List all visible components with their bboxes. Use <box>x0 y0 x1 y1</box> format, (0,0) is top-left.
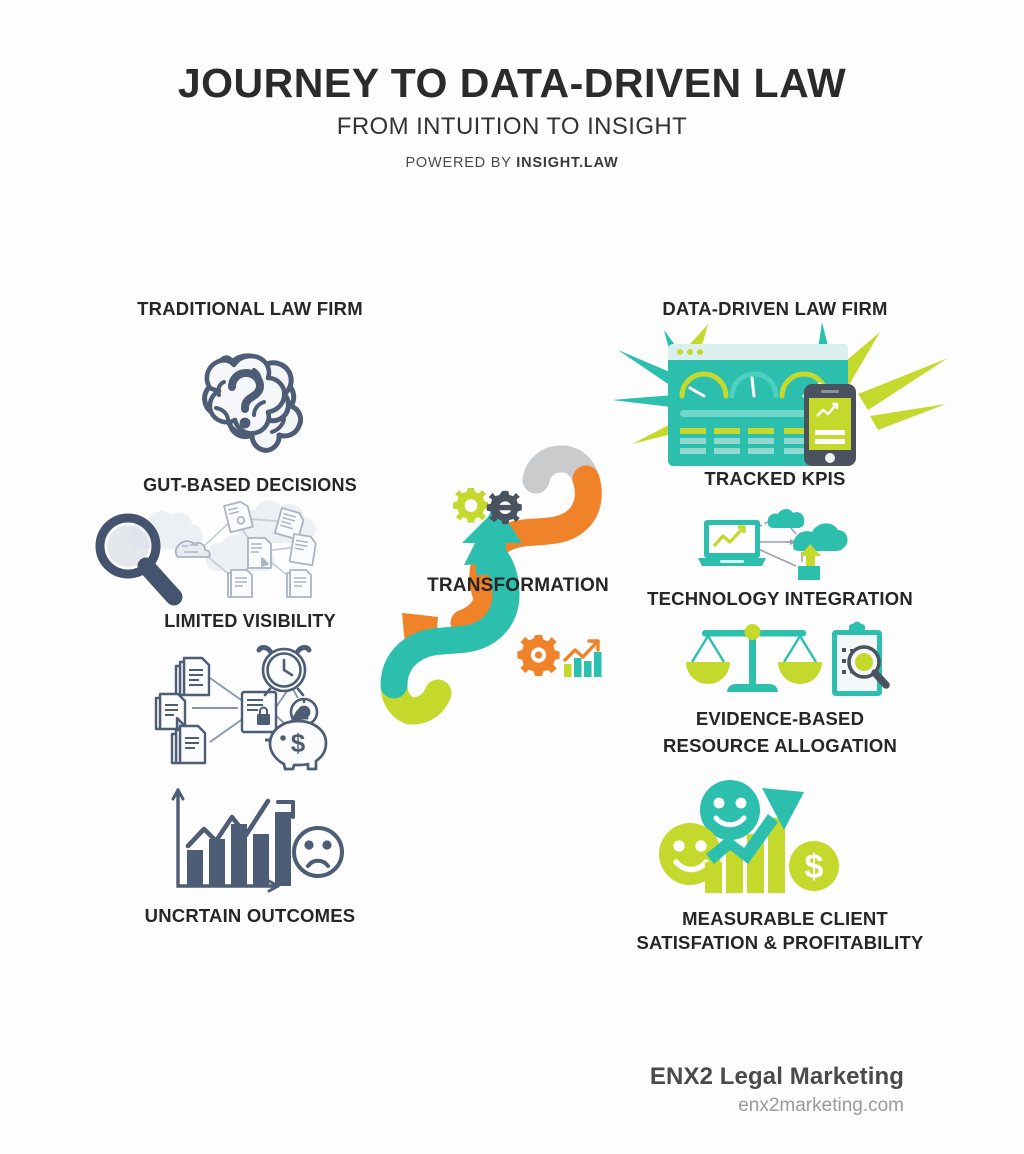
page-title: JOURNEY TO DATA-DRIVEN LAW <box>177 60 847 106</box>
powered-by-brand: INSIGHT.LAW <box>516 155 619 172</box>
right-item-label-technology-integration: TECHNOLOGY INTEGRATION <box>647 588 913 609</box>
dollar-coin: $ <box>789 841 839 891</box>
left-item-label-limited-visibility: LIMITED VISIBILITY <box>164 611 336 631</box>
right-item-label-measurable-line1: MEASURABLE CLIENT <box>682 908 888 929</box>
page-subtitle: FROM INTUITION TO INSIGHT <box>336 113 688 141</box>
scales-clipboard-magnifier-icon <box>672 618 892 700</box>
left-column-heading: TRADITIONAL LAW FIRM <box>137 298 363 319</box>
brain-question-icon <box>180 340 320 470</box>
dashboard-gauges-phone-icon <box>612 322 952 467</box>
scales-glyph <box>686 624 822 692</box>
powered-by-prefix: POWERED BY <box>405 155 517 172</box>
laptop-cloud-upload-icon <box>698 508 848 588</box>
footer-url: enx2marketing.com <box>738 1095 904 1116</box>
teal-smiley <box>700 780 760 840</box>
center-label-transformation: TRANSFORMATION <box>427 575 609 596</box>
left-item-label-uncertain-outcomes: UNCRTAIN OUTCOMES <box>144 905 356 926</box>
bar-chart-sad-face-icon <box>160 782 350 902</box>
right-item-label-tracked-kpis: TRACKED KPIS <box>704 468 846 489</box>
smiley-bars-dollar-icon: $ <box>658 778 858 903</box>
header: JOURNEY TO DATA-DRIVEN LAW FROM INTUITIO… <box>0 60 1024 171</box>
footer-brand: ENX2 Legal Marketing <box>649 1063 904 1090</box>
transformation-arrows <box>350 445 680 725</box>
svg-text:$: $ <box>805 848 824 886</box>
teal-s-curve-arrow-up-right <box>380 507 522 725</box>
right-item-label-evidence-based-line1: EVIDENCE-BASED <box>695 708 865 729</box>
powered-by-line: POWERED BY INSIGHT.LAW <box>0 155 1024 171</box>
magnifier-glyph <box>95 513 183 606</box>
lime-smiley <box>659 823 721 885</box>
right-column-heading: DATA-DRIVEN LAW FIRM <box>662 298 888 319</box>
right-item-label-evidence-based-line2: RESOURCE ALLOGATION <box>662 735 898 756</box>
footer: ENX2 Legal Marketing enx2marketing.com <box>650 1063 904 1117</box>
gear-growth-chart-icon <box>517 632 613 682</box>
clipboard-glyph <box>832 621 890 696</box>
svg-text:$: $ <box>291 728 306 758</box>
document-network-clock-piggybank-icon: $ <box>152 640 347 775</box>
gears-icon <box>452 486 528 530</box>
phone-glyph <box>804 384 856 466</box>
left-item-label-gut-based-decisions: GUT-BASED DECISIONS <box>143 475 357 495</box>
magnifier-cloud-documents-icon <box>88 498 353 608</box>
right-item-label-measurable-line2: SATISFATION & PROFITABILITY <box>636 932 924 953</box>
